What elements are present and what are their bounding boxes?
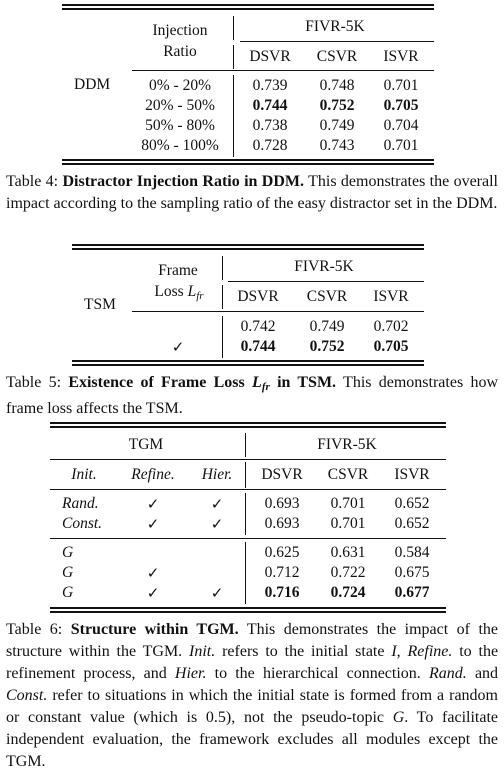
col-header: Hier.: [201, 466, 233, 483]
col-header: Init.: [71, 466, 97, 483]
header-rule: [50, 459, 446, 460]
metric-header: DSVR: [237, 288, 279, 305]
col-header: Ratio: [163, 43, 197, 60]
header-bottom-rule: [50, 489, 446, 490]
table-5-caption: Table 5: Existence of Frame Loss Lfr in …: [6, 374, 499, 417]
col-header: Frame: [158, 262, 198, 279]
metric-header: ISVR: [394, 466, 430, 483]
top-rule: [72, 248, 424, 250]
bottom-rule: [72, 360, 424, 362]
top-rule: [50, 426, 446, 428]
column-divider: [222, 285, 223, 309]
column-divider: [222, 256, 223, 280]
check-icon: ✓: [146, 564, 160, 582]
bottom-rule: [50, 611, 446, 613]
metric-header: DSVR: [249, 48, 291, 65]
column-divider: [233, 75, 234, 157]
col-header: Refine.: [131, 466, 175, 483]
col-header: Loss Lfr: [154, 283, 204, 302]
col-header: Injection: [152, 22, 208, 39]
bottom-rule: [50, 607, 446, 609]
header-bottom-rule: [132, 311, 424, 312]
dataset-header: FIVR-5K: [294, 258, 354, 275]
metric-header: DSVR: [261, 466, 303, 483]
table-4-caption: Table 4: Distractor Injection Ratio in D…: [6, 173, 499, 212]
column-divider: [233, 45, 234, 69]
metric-header: ISVR: [373, 288, 409, 305]
top-rule: [62, 4, 434, 6]
group-label: DDM: [74, 76, 111, 93]
check-icon: ✓: [210, 515, 224, 533]
metric-header: CSVR: [327, 466, 369, 483]
loss-symbol: L: [187, 283, 197, 300]
dataset-header: FIVR-5K: [305, 18, 365, 35]
header-rule: [240, 41, 434, 42]
top-rule: [50, 422, 446, 424]
dataset-header: FIVR-5K: [317, 436, 377, 453]
top-rule: [62, 8, 434, 10]
column-divider: [222, 316, 223, 358]
header-bottom-rule: [132, 70, 434, 71]
top-rule: [72, 244, 424, 246]
check-icon: ✓: [146, 584, 160, 602]
bottom-rule: [62, 163, 434, 165]
bottom-rule: [62, 159, 434, 161]
column-divider: [245, 433, 246, 457]
column-divider: [233, 16, 234, 40]
group-label: TSM: [84, 296, 116, 313]
check-icon: ✓: [146, 495, 160, 513]
bottom-rule: [72, 364, 424, 366]
check-icon: ✓: [210, 584, 224, 602]
column-divider: [245, 462, 246, 488]
group-header: TGM: [128, 436, 164, 453]
metric-header: CSVR: [316, 48, 358, 65]
metric-header: ISVR: [383, 48, 419, 65]
column-divider: [245, 493, 246, 535]
check-icon: ✓: [171, 338, 185, 356]
column-divider: [245, 542, 246, 604]
metric-header: CSVR: [306, 288, 348, 305]
table-6-caption: Table 6: Structure within TGM. This demo…: [6, 621, 499, 770]
block-rule: [50, 538, 446, 539]
check-icon: ✓: [146, 515, 160, 533]
header-rule: [228, 281, 424, 282]
check-icon: ✓: [210, 495, 224, 513]
